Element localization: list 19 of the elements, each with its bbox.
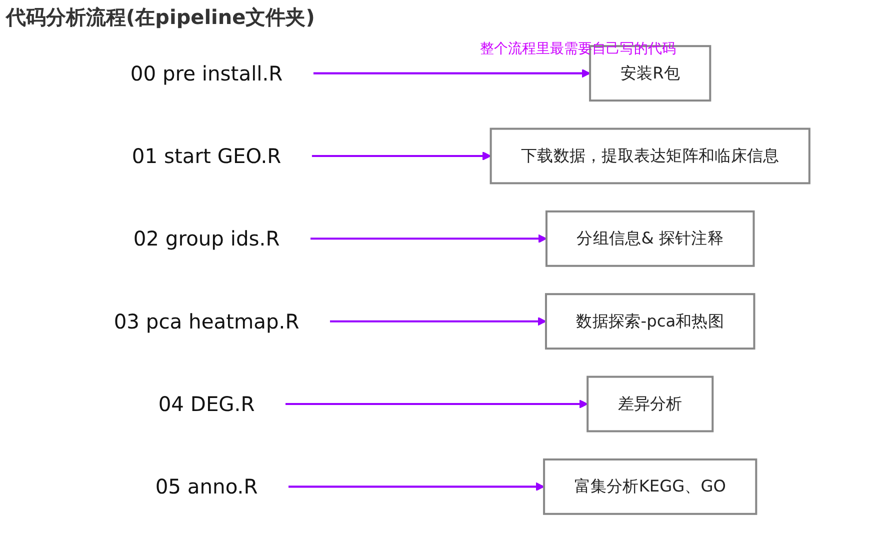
node-text: 02 group ids.R (133, 226, 280, 251)
node-box: 下载数据，提取表达矩阵和临床信息 (490, 128, 810, 184)
node-text: 01 start GEO.R (132, 144, 282, 168)
arrow (312, 68, 590, 78)
node-box: 富集分析KEGG、GO (543, 458, 758, 515)
node-box: 分组信息& 探针注释 (545, 210, 755, 267)
arrow (284, 400, 588, 408)
node-box: 数据探索-pca和热图 (544, 293, 756, 350)
node-text: 00 pre install.R (130, 61, 283, 86)
node-text: 03 pca heatmap.R (114, 309, 300, 334)
diagram-title: 代码分析流程(在pipeline文件夹) (4, 4, 316, 31)
node-text: 04 DEG.R (158, 392, 255, 416)
arrow (310, 234, 547, 244)
note-text: 整个流程里最需要自己写的代码 (480, 40, 676, 58)
node-box: 差异分析 (586, 376, 714, 432)
node-text: 05 anno.R (155, 474, 258, 499)
arrow (311, 152, 492, 160)
arrow (288, 482, 544, 492)
arrow (330, 316, 546, 326)
